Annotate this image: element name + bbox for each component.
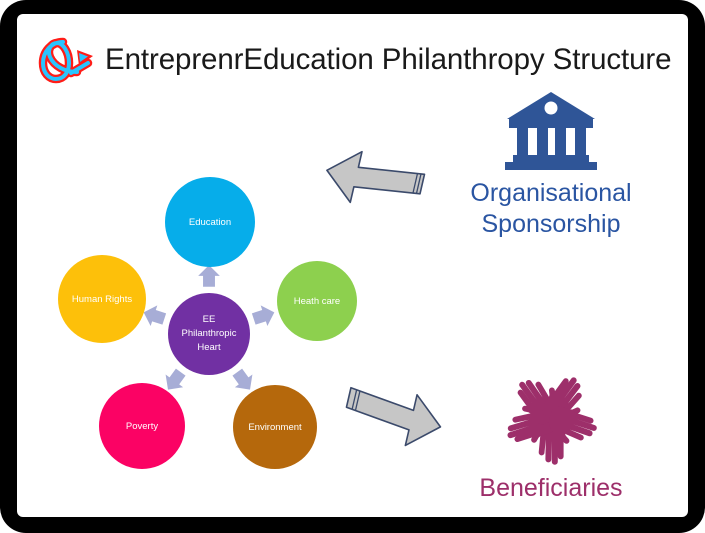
petal-arrow: [166, 368, 187, 390]
page-title: EntreprenrEducation Philanthropy Structu…: [105, 43, 672, 76]
hub-node-education[interactable]: Education: [165, 177, 255, 267]
hub-node-label: Environment: [248, 421, 302, 433]
petal-arrow: [198, 265, 220, 287]
organisational-sponsorship-block: Organisational Sponsorship: [421, 90, 681, 240]
hub-node-poverty[interactable]: Poverty: [99, 383, 185, 469]
hub-node-label: Human Rights: [71, 293, 133, 305]
hub-center-label-line3: Heart: [197, 342, 221, 353]
petal-arrow: [252, 305, 275, 327]
beneficiaries-label: Beneficiaries: [479, 474, 623, 502]
five-hands-circle-icon: [500, 369, 601, 465]
petal-arrow: [231, 368, 252, 390]
bank-building-icon: [505, 92, 597, 170]
petal-arrow: [143, 305, 166, 327]
hub-node-label: Heath care: [293, 295, 341, 307]
slide-header: EntreprenrEducation Philanthropy Structu…: [17, 28, 688, 92]
beneficiaries-block: Beneficiaries: [421, 369, 681, 504]
sponsorship-to-hub-arrow: [326, 150, 426, 204]
hub-center-label-line2: Philanthropic: [181, 328, 237, 339]
entreprenr-e-arrow-logo-icon: [38, 37, 93, 84]
hub-center-label-line1: EE: [202, 314, 216, 325]
organisational-sponsorship-label: Organisational Sponsorship: [470, 179, 632, 238]
hub-node-environment[interactable]: Environment: [233, 385, 317, 469]
hub-to-beneficiaries-arrow: [345, 386, 442, 447]
hub-center-label: EE Philanthropic Heart: [182, 313, 237, 355]
hub-node-heath-care[interactable]: Heath care: [277, 261, 357, 341]
hub-node-label: Education: [188, 216, 232, 228]
hub-node-human-rights[interactable]: Human Rights: [58, 255, 146, 343]
slide-canvas: EntreprenrEducation Philanthropy Structu…: [17, 14, 688, 517]
philanthropy-hub-diagram: Education Heath care Environment Poverty…: [17, 14, 688, 517]
hub-node-label: Poverty: [125, 420, 159, 432]
hub-center-ee-philanthropic-heart[interactable]: EE Philanthropic Heart: [168, 293, 250, 375]
